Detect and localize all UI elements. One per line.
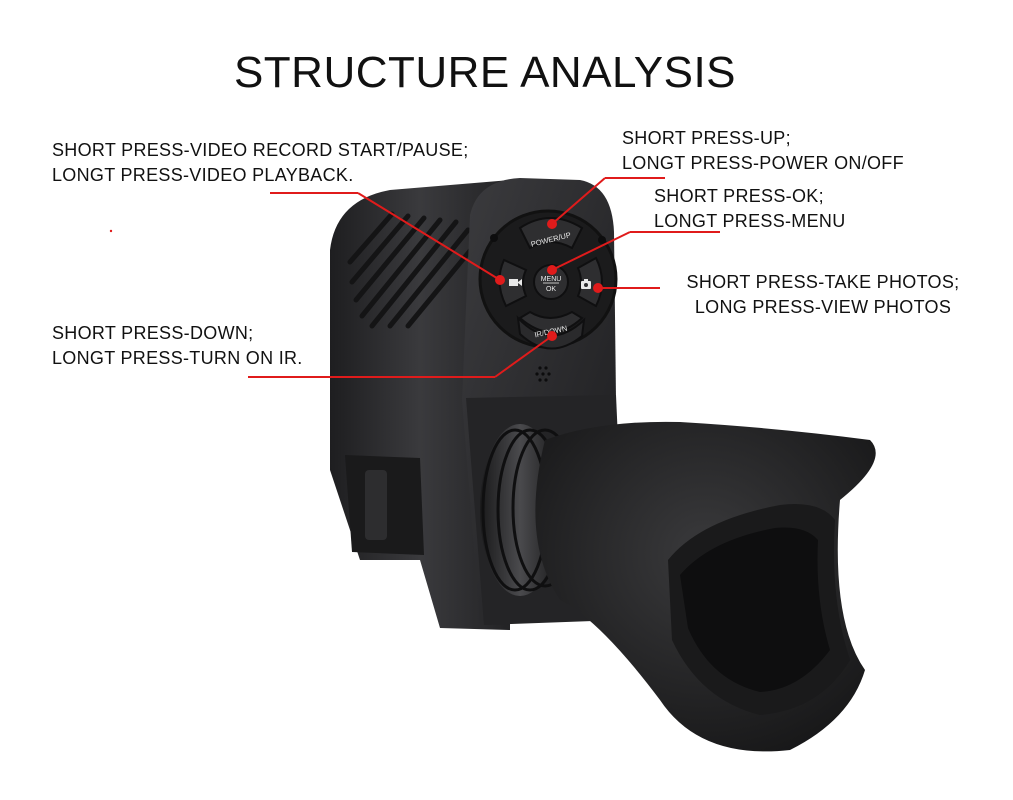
ok-annotation-line1: SHORT PRESS-OK; [654, 186, 824, 206]
up-leader-line [547, 177, 665, 229]
ir-down-button[interactable]: IR/DOWN [516, 310, 586, 350]
menu-ok-button[interactable]: MENU OK [533, 264, 569, 300]
photo-annotation-line1: SHORT PRESS-TAKE PHOTOS; [686, 272, 960, 292]
video-camera-icon [509, 279, 522, 286]
video-annotation-line1: SHORT PRESS-VIDEO RECORD START/PAUSE; [52, 140, 469, 160]
rubber-eyecup [535, 421, 876, 752]
ok-button-annotation: SHORT PRESS-OK; LONGT PRESS-MENU [654, 184, 846, 234]
device-housing [330, 180, 510, 630]
down-annotation-line2: LONGT PRESS-TURN ON IR. [52, 348, 303, 368]
photo-button[interactable] [576, 256, 603, 308]
up-annotation-line2: LONGT PRESS-POWER ON/OFF [622, 153, 904, 173]
page-title: STRUCTURE ANALYSIS [233, 48, 737, 97]
control-buttons: POWER/UP MENU OK [498, 217, 603, 350]
down-leader-line [248, 331, 557, 378]
record-button[interactable] [498, 258, 528, 308]
up-button-annotation: SHORT PRESS-UP; LONGT PRESS-POWER ON/OFF [622, 126, 904, 176]
ok-label: OK [546, 286, 556, 293]
down-annotation-line1: SHORT PRESS-DOWN; [52, 323, 254, 343]
video-leader-line [270, 192, 505, 285]
leader-lines [248, 177, 720, 378]
camera-icon [581, 279, 591, 289]
microphone-holes [535, 366, 551, 382]
photo-annotation-line2: LONG PRESS-VIEW PHOTOS [694, 297, 952, 317]
ok-leader-line [547, 231, 720, 275]
video-annotation-line2: LONGT PRESS-VIDEO PLAYBACK. [52, 165, 354, 185]
photo-button-annotation: SHORT PRESS-TAKE PHOTOS; LONG PRESS-VIEW… [676, 270, 970, 320]
video-button-annotation: SHORT PRESS-VIDEO RECORD START/PAUSE; LO… [52, 138, 469, 188]
menu-label: MENU [541, 276, 562, 283]
up-annotation-line1: SHORT PRESS-UP; [622, 128, 791, 148]
photo-leader-line [593, 283, 660, 293]
power-up-button[interactable]: POWER/UP [518, 217, 584, 250]
ok-annotation-line2: LONGT PRESS-MENU [654, 211, 846, 231]
down-button-annotation: SHORT PRESS-DOWN; LONGT PRESS-TURN ON IR… [52, 321, 303, 371]
stray-dot [109, 229, 113, 233]
